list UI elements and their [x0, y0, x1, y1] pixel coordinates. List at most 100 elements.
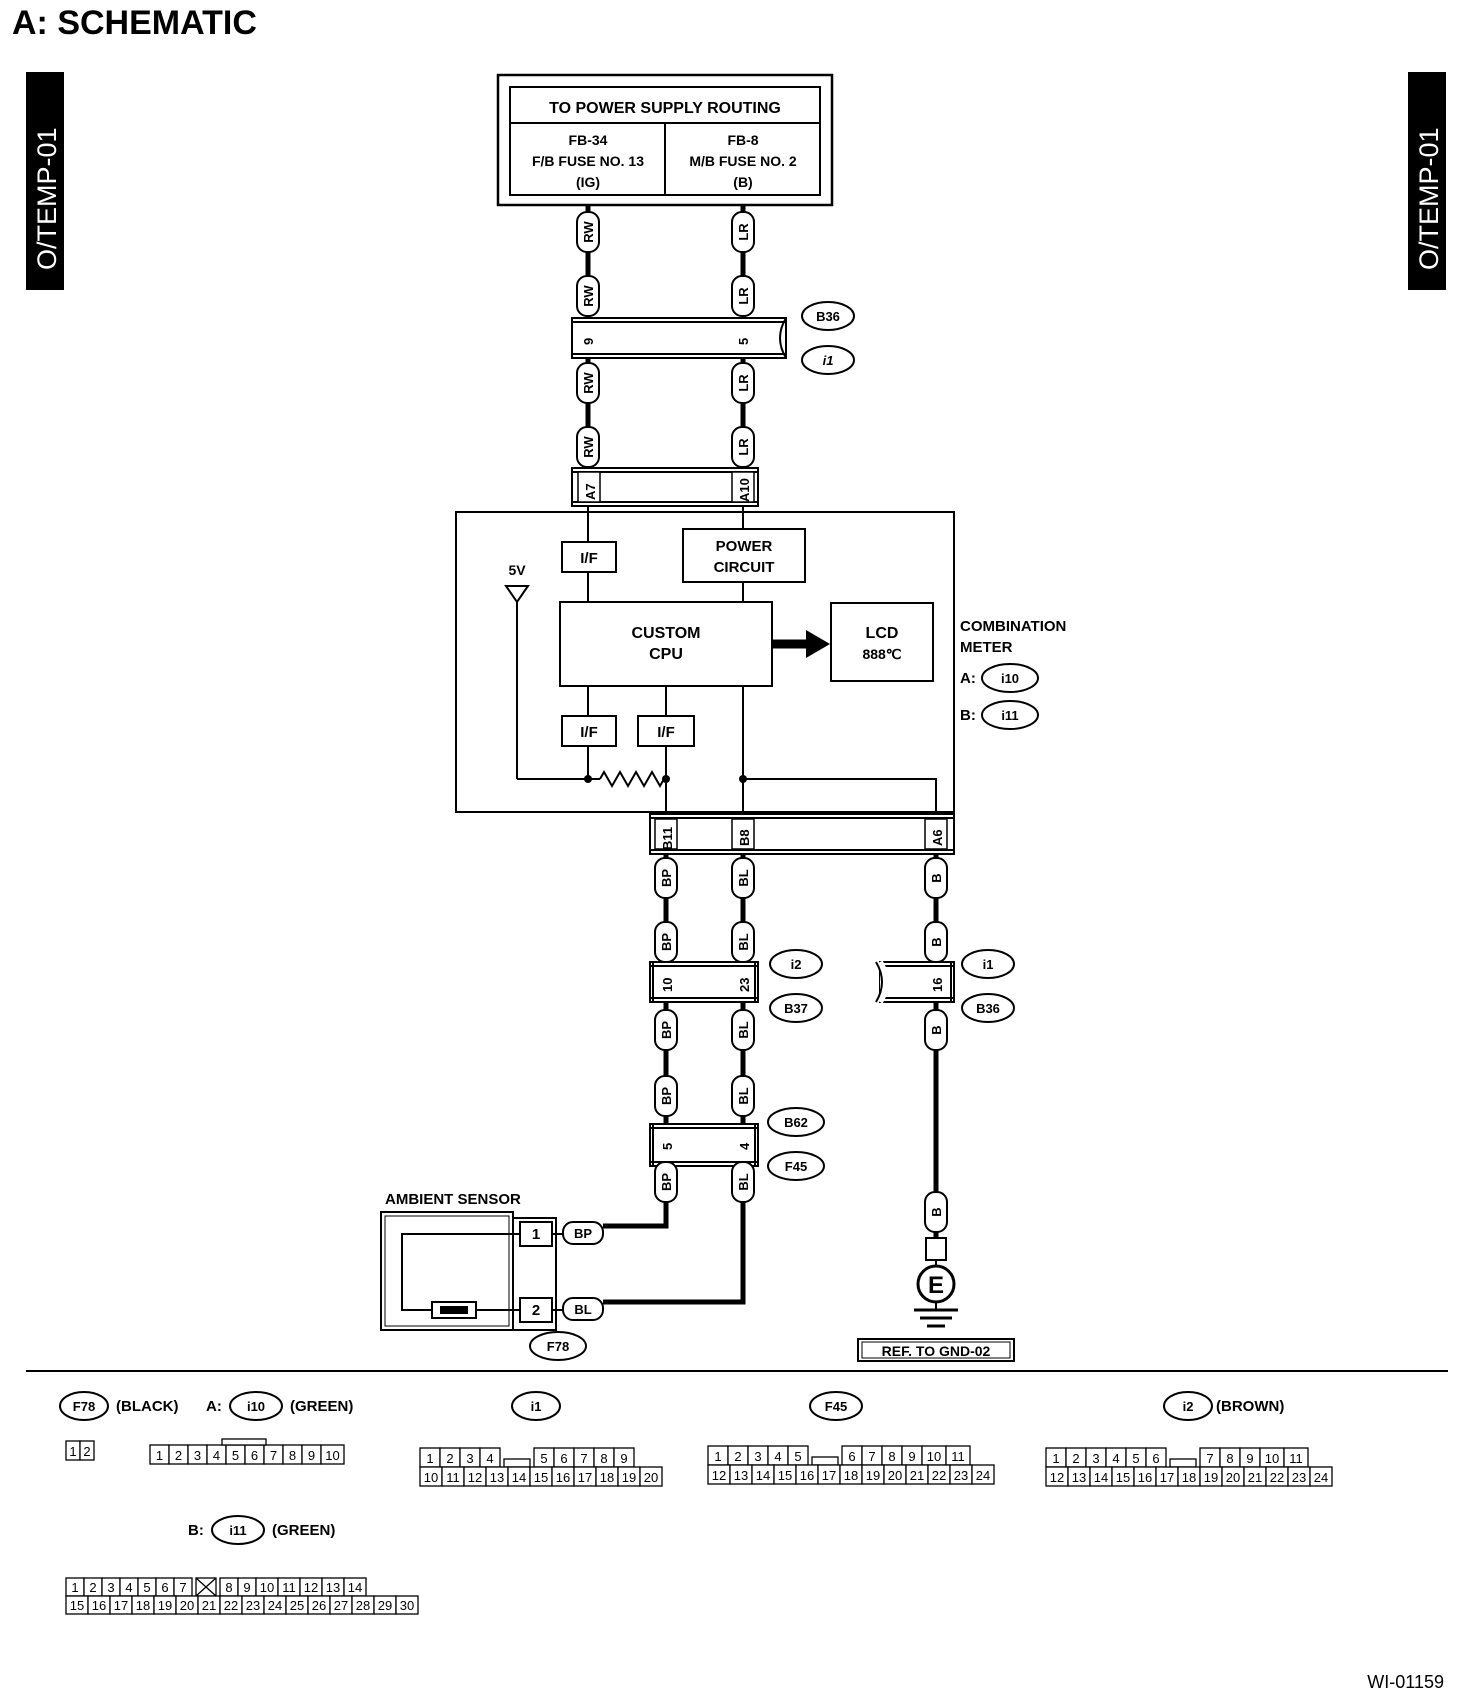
lower-wires [603, 812, 939, 1305]
svg-text:23: 23 [1292, 1470, 1306, 1485]
svg-text:18: 18 [600, 1470, 614, 1485]
svg-text:RW: RW [581, 436, 596, 458]
legend-f45-name: F45 [825, 1399, 847, 1414]
svg-text:4: 4 [486, 1451, 493, 1466]
svg-text:5: 5 [540, 1451, 547, 1466]
svg-text:7: 7 [868, 1449, 875, 1464]
power-circuit-label-1: POWER [716, 538, 773, 555]
ground-symbol: E REF. TO GND-02 [857, 1237, 1015, 1362]
svg-text:B: B [929, 1207, 944, 1216]
wire-label-lr-5: LR [731, 275, 755, 317]
svg-text:20: 20 [180, 1598, 194, 1613]
svg-text:20: 20 [888, 1468, 902, 1483]
svg-text:20: 20 [1226, 1470, 1240, 1485]
svg-text:4: 4 [774, 1449, 781, 1464]
svg-text:15: 15 [70, 1598, 84, 1613]
svg-text:BP: BP [659, 933, 674, 951]
svg-text:19: 19 [158, 1598, 172, 1613]
svg-text:BP: BP [659, 869, 674, 887]
svg-text:10: 10 [424, 1470, 438, 1485]
wire-label-bp-10: BP [654, 1009, 678, 1051]
svg-text:5: 5 [1132, 1451, 1139, 1466]
svg-text:18: 18 [844, 1468, 858, 1483]
fuse-fb34: FB-34 [569, 132, 608, 148]
svg-text:11: 11 [446, 1470, 460, 1485]
lcd-label: LCD [866, 625, 899, 642]
pin-a7: A7 [583, 483, 598, 500]
svg-text:23: 23 [954, 1468, 968, 1483]
legend-i10-prefix: A: [206, 1398, 222, 1415]
connector-a7-a10: A7 A10 [571, 467, 759, 507]
pin-5-b62: 5 [660, 1143, 675, 1150]
svg-text:13: 13 [734, 1468, 748, 1483]
svg-text:29: 29 [378, 1598, 392, 1613]
conn-i1-mid: i1 [983, 957, 994, 972]
v5-label: 5V [508, 562, 526, 578]
svg-text:15: 15 [1116, 1470, 1130, 1485]
svg-text:BL: BL [736, 1021, 751, 1038]
svg-text:9: 9 [1246, 1451, 1253, 1466]
svg-text:20: 20 [644, 1470, 658, 1485]
svg-text:21: 21 [202, 1598, 216, 1613]
ambient-sensor-label: AMBIENT SENSOR [385, 1191, 521, 1208]
legend-i11-color: (GREEN) [272, 1522, 335, 1539]
svg-text:19: 19 [622, 1470, 636, 1485]
pin-23: 23 [737, 978, 752, 992]
wire-label-bp-9: BP [654, 921, 678, 963]
wire-label-rw-2: RW [576, 362, 600, 404]
svg-text:24: 24 [268, 1598, 282, 1613]
fuse-fb8: FB-8 [727, 132, 758, 148]
svg-text:6: 6 [251, 1448, 258, 1463]
svg-text:3: 3 [1092, 1451, 1099, 1466]
svg-text:25: 25 [290, 1598, 304, 1613]
wire-label-bl-14: BL [731, 921, 755, 963]
wire-label-lr-4: LR [731, 211, 755, 253]
connector-b62-f45: 5 4 B62 F45 [649, 1107, 825, 1181]
pin-a6: A6 [930, 829, 945, 846]
svg-text:2: 2 [89, 1580, 96, 1595]
svg-text:15: 15 [534, 1470, 548, 1485]
svg-text:11: 11 [282, 1580, 296, 1595]
svg-text:14: 14 [1094, 1470, 1108, 1485]
if-block-3: I/F [657, 724, 675, 741]
wire-label-lr-6: LR [731, 362, 755, 404]
side-tab-left: O/TEMP-01 [26, 72, 64, 290]
ground-ref: REF. TO GND-02 [882, 1343, 991, 1359]
sensor-wire-bp: BP [574, 1226, 592, 1241]
svg-text:16: 16 [1138, 1470, 1152, 1485]
svg-text:3: 3 [107, 1580, 114, 1595]
legend-f78-color: (BLACK) [116, 1398, 178, 1415]
svg-text:BL: BL [736, 869, 751, 886]
svg-text:10: 10 [260, 1580, 274, 1595]
svg-text:10: 10 [927, 1449, 941, 1464]
pin-9: 9 [581, 338, 596, 345]
drawing-code: WI-01159 [1367, 1672, 1444, 1692]
svg-text:17: 17 [578, 1470, 592, 1485]
ground-e: E [928, 1272, 944, 1299]
legend-i2-name: i2 [1183, 1399, 1194, 1414]
wire-label-bl-16: BL [731, 1075, 755, 1117]
svg-text:5: 5 [143, 1580, 150, 1595]
pin-b11: B11 [660, 827, 675, 850]
svg-text:5: 5 [232, 1448, 239, 1463]
fuse-b: (B) [733, 174, 752, 190]
svg-text:B: B [929, 937, 944, 946]
svg-text:6: 6 [848, 1449, 855, 1464]
svg-text:BP: BP [659, 1087, 674, 1105]
svg-text:7: 7 [1206, 1451, 1213, 1466]
svg-text:13: 13 [326, 1580, 340, 1595]
connector-b36-i1-top: 9 5 B36 i1 [571, 301, 855, 375]
wire-label-rw-1: RW [576, 275, 600, 317]
svg-text:19: 19 [1204, 1470, 1218, 1485]
wire-label-b-21: B [924, 1191, 948, 1233]
svg-text:6: 6 [1152, 1451, 1159, 1466]
wire-label-bl-17: BL [731, 1161, 755, 1203]
conn-f78-sensor: F78 [547, 1339, 569, 1354]
meter-name-2: METER [960, 639, 1013, 656]
svg-text:BL: BL [736, 1087, 751, 1104]
